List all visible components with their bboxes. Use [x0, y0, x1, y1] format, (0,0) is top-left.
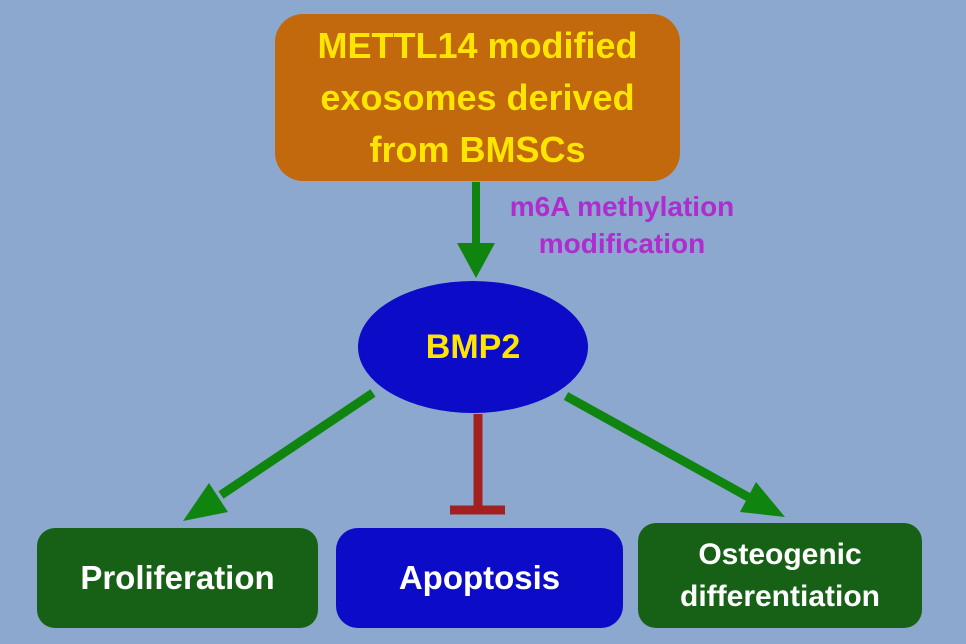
edge-label-m6a-methylation: m6A methylation modification — [509, 191, 735, 259]
outcome-node-apoptosis: Apoptosis — [336, 528, 623, 628]
outcome-node-osteogenic-differentiation: Osteogenic differentiation — [638, 523, 922, 628]
arrow-bmp2-to-osteogenic-stem — [563, 392, 753, 502]
arrow-bmp2-to-proliferation-stem — [218, 389, 376, 499]
outcome-node-proliferation: Proliferation — [37, 528, 318, 628]
mediator-node-bmp2: BMP2 — [358, 281, 588, 413]
arrow-bmp2-to-osteogenic-head — [740, 482, 785, 517]
arrow-bmp2-to-proliferation-head — [183, 483, 228, 521]
source-node-mettl14-exosomes: METTL14 modified exosomes derived from B… — [275, 14, 680, 181]
